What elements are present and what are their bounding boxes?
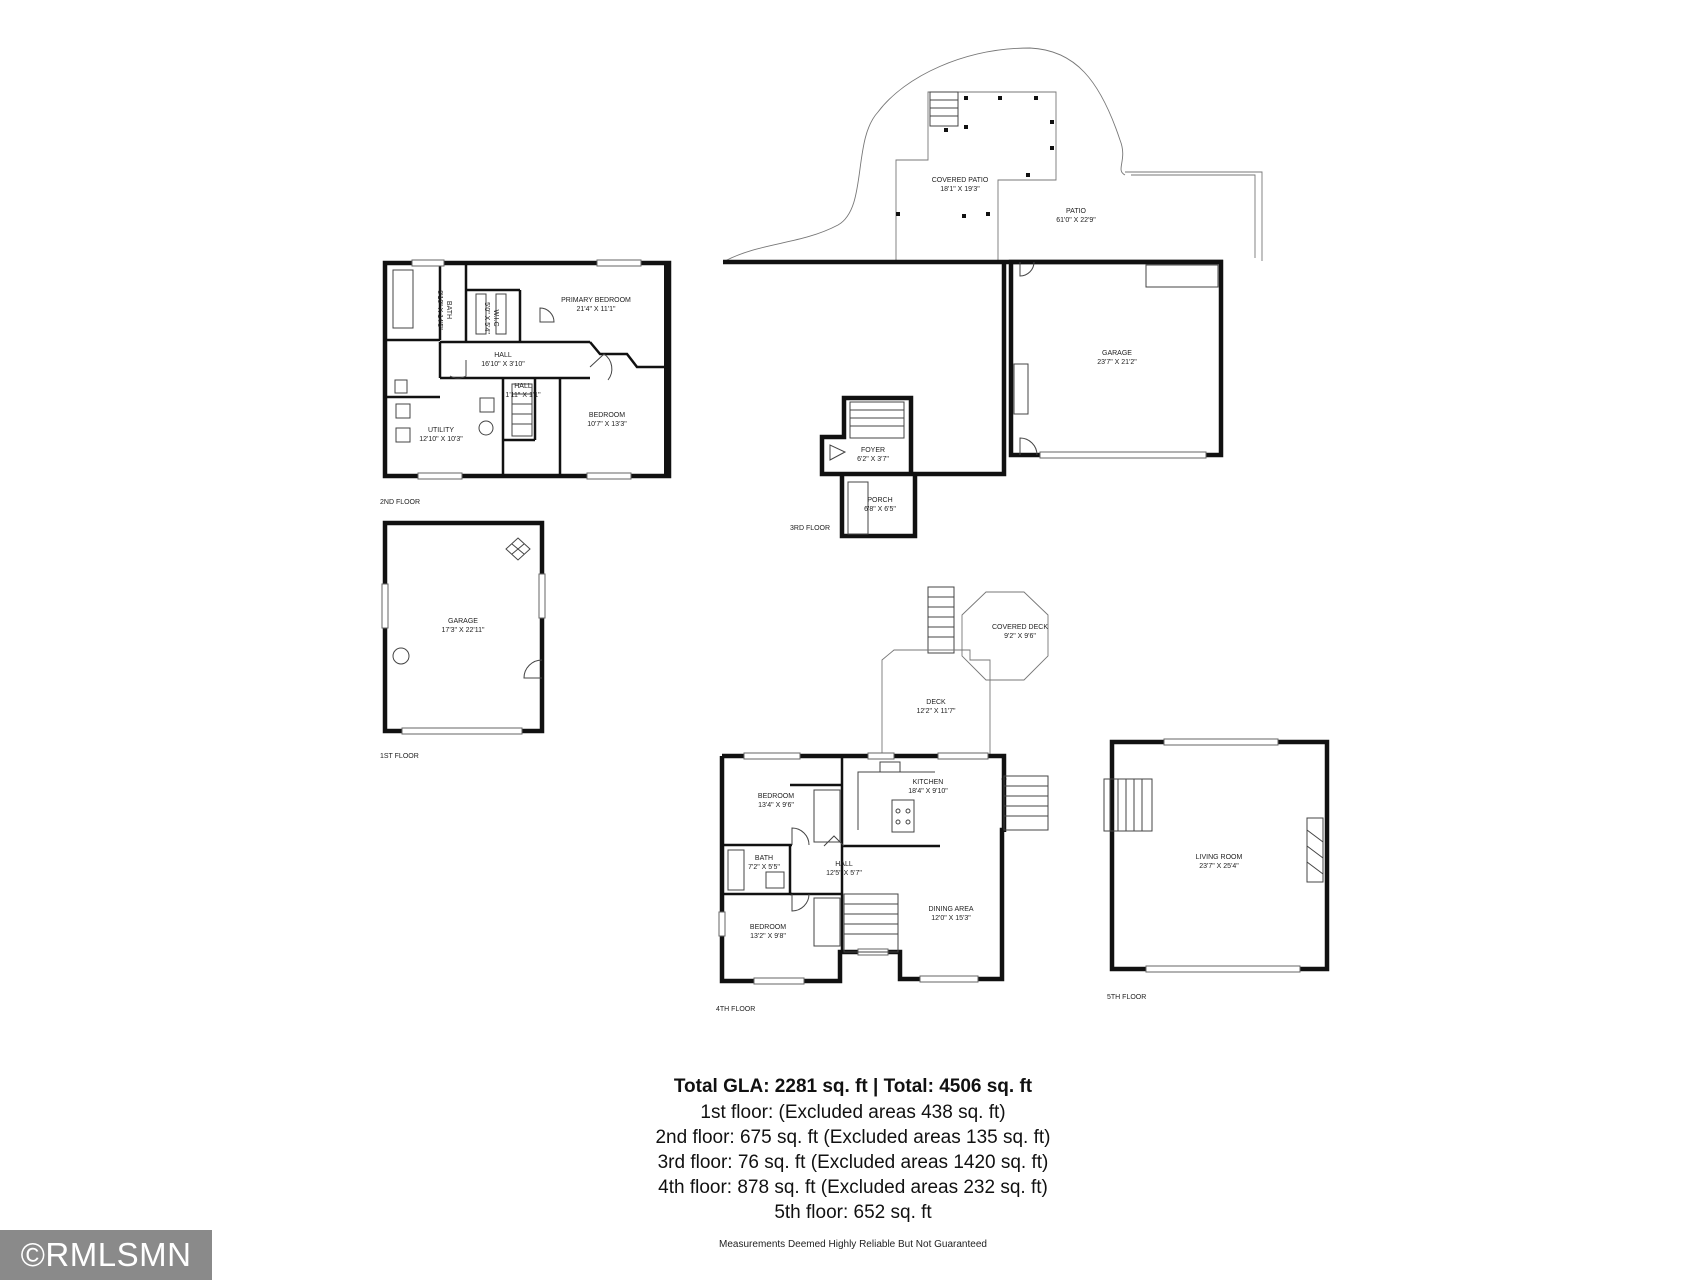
dims-covered-deck: 9'2" X 9'6" bbox=[1004, 633, 1036, 640]
summary-line-2nd: 2nd floor: 675 sq. ft (Excluded areas 13… bbox=[655, 1127, 1051, 1148]
floor-label-fifth: 5TH FLOOR bbox=[1107, 994, 1146, 1001]
label-garage-1st: GARAGE bbox=[448, 618, 478, 625]
label-covered-patio: COVERED PATIO bbox=[932, 177, 989, 184]
dims-dining-area: 12'0" X 15'3" bbox=[931, 915, 971, 922]
label-bedroom-4th-a: BEDROOM bbox=[758, 793, 794, 800]
dims-hall-2nd: 16'10" X 3'10" bbox=[481, 361, 525, 368]
summary-line-4th: 4th floor: 878 sq. ft (Excluded areas 23… bbox=[658, 1177, 1048, 1198]
label-living-room: LIVING ROOM bbox=[1196, 854, 1243, 861]
label-hall-small-2nd: HALL bbox=[514, 383, 532, 390]
first-floor-plan: GARAGE 17'3" X 22'11" 1ST FLOOR bbox=[380, 520, 546, 760]
label-patio: PATIO bbox=[1066, 208, 1087, 215]
dims-deck: 12'2" X 11'7" bbox=[916, 708, 956, 715]
label-bath-2nd: BATH bbox=[445, 301, 452, 319]
dims-bath-2nd: 8'10" X 14'5" bbox=[436, 290, 443, 330]
dims-hall-4th: 12'5" X 5'7" bbox=[826, 870, 862, 877]
area-summary: Total GLA: 2281 sq. ft | Total: 4506 sq.… bbox=[0, 1074, 1706, 1225]
total-area: Total GLA: 2281 sq. ft | Total: 4506 sq.… bbox=[673, 1076, 1033, 1097]
floor-label-third: 3RD FLOOR bbox=[790, 525, 830, 532]
dims-utility: 12'10" X 10'3" bbox=[419, 436, 463, 443]
dims-hall-small-2nd: 1'11" X 1'1" bbox=[505, 392, 541, 399]
dims-wic: 5'0" X 5'4" bbox=[483, 302, 490, 334]
fourth-floor-plan: COVERED DECK 9'2" X 9'6" DECK 12'2" X 11… bbox=[716, 586, 1049, 1013]
label-utility: UTILITY bbox=[428, 427, 454, 434]
label-kitchen: KITCHEN bbox=[913, 779, 944, 786]
dims-bath-4th: 7'2" X 5'5" bbox=[748, 864, 780, 871]
dims-garage-3rd: 23'7" X 21'2" bbox=[1097, 359, 1137, 366]
dims-kitchen: 18'4" X 9'10" bbox=[908, 788, 948, 795]
dims-bedroom-2nd: 10'7" X 13'3" bbox=[587, 421, 627, 428]
label-bedroom-2nd: BEDROOM bbox=[589, 412, 625, 419]
label-deck: DECK bbox=[926, 699, 946, 706]
dims-garage-1st: 17'3" X 22'11" bbox=[442, 627, 485, 634]
label-hall-2nd: HALL bbox=[494, 352, 512, 359]
dims-bedroom-4th-a: 13'4" X 9'6" bbox=[758, 802, 794, 809]
label-primary-bedroom: PRIMARY BEDROOM bbox=[561, 297, 631, 304]
summary-line-3rd: 3rd floor: 76 sq. ft (Excluded areas 142… bbox=[657, 1152, 1049, 1173]
floor-label-second: 2ND FLOOR bbox=[380, 499, 420, 506]
label-bedroom-4th-b: BEDROOM bbox=[750, 924, 786, 931]
dims-covered-patio: 18'1" X 19'3" bbox=[940, 186, 980, 193]
watermark-logo: ©RMLSMN bbox=[0, 1230, 212, 1280]
dims-primary-bedroom: 21'4" X 11'1" bbox=[576, 306, 616, 313]
label-porch: PORCH bbox=[867, 497, 892, 504]
second-floor-plan: PRIMARY BEDROOM 21'4" X 11'1" BATH 8'10"… bbox=[380, 259, 672, 506]
dims-porch: 6'8" X 6'5" bbox=[864, 506, 896, 513]
label-wic: W.I.C bbox=[492, 309, 499, 326]
fifth-floor-plan: LIVING ROOM 23'7" X 25'4" 5TH FLOOR bbox=[1103, 738, 1330, 1001]
dims-patio: 61'0" X 22'9" bbox=[1056, 217, 1096, 224]
dims-bedroom-4th-b: 13'2" X 9'8" bbox=[750, 933, 786, 940]
label-garage-3rd: GARAGE bbox=[1102, 350, 1132, 357]
dims-foyer: 6'2" X 3'7" bbox=[857, 456, 889, 463]
floor-label-first: 1ST FLOOR bbox=[380, 753, 419, 760]
label-covered-deck: COVERED DECK bbox=[992, 624, 1048, 631]
summary-line-5th: 5th floor: 652 sq. ft bbox=[774, 1202, 932, 1223]
dims-living-room: 23'7" X 25'4" bbox=[1199, 863, 1239, 870]
label-hall-4th: HALL bbox=[835, 861, 853, 868]
disclaimer: Measurements Deemed Highly Reliable But … bbox=[719, 1239, 987, 1250]
third-floor-plan: COVERED PATIO 18'1" X 19'3" PATIO 61'0" … bbox=[722, 47, 1263, 539]
label-foyer: FOYER bbox=[861, 447, 885, 454]
floor-label-fourth: 4TH FLOOR bbox=[716, 1006, 755, 1013]
label-dining-area: DINING AREA bbox=[928, 906, 973, 913]
label-bath-4th: BATH bbox=[755, 855, 773, 862]
summary-line-1st: 1st floor: (Excluded areas 438 sq. ft) bbox=[700, 1102, 1006, 1123]
